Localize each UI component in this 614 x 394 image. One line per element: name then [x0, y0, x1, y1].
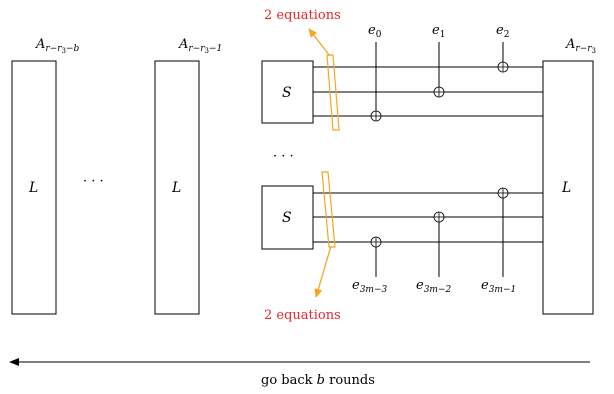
sbox-top-label: S	[282, 85, 292, 101]
error-label-e3m-1: e3m−1	[481, 278, 517, 295]
xor-icon	[497, 187, 509, 199]
equations-label-top: 2 equations	[264, 8, 341, 23]
equation-arrow-top	[308, 28, 331, 57]
xor-icon	[433, 86, 445, 98]
error-label-e1: e1	[432, 23, 446, 40]
sbox-bottom-label: S	[282, 210, 292, 226]
state-label-right: Ar−r3	[566, 37, 597, 55]
left-l-label: L	[29, 180, 39, 196]
error-label-e2: e2	[496, 23, 510, 40]
error-label-e0: e0	[368, 23, 382, 40]
xor-icon	[370, 110, 382, 122]
middle-l-box	[154, 60, 200, 315]
equation-arrow-bottom	[314, 245, 332, 298]
middle-l-label: L	[172, 180, 182, 196]
equation-bracket-top	[326, 54, 340, 131]
right-l-box	[542, 60, 594, 315]
xor-icon	[497, 61, 509, 73]
vertical-ellipsis: · · ·	[273, 149, 294, 164]
state-label-left: Ar−r3−b	[36, 37, 80, 55]
left-l-box	[11, 60, 57, 315]
horizontal-ellipsis: · · ·	[83, 174, 104, 189]
right-l-label: L	[562, 180, 572, 196]
error-label-e3m-3: e3m−3	[352, 278, 388, 295]
error-label-e3m-2: e3m−2	[416, 278, 452, 295]
xor-icon	[370, 236, 382, 248]
equation-bracket-bottom	[321, 171, 336, 248]
go-back-caption: go back b rounds	[261, 373, 375, 388]
state-label-middle: Ar−r3−1	[179, 37, 223, 55]
equations-label-bottom: 2 equations	[264, 308, 341, 323]
xor-icon	[433, 211, 445, 223]
